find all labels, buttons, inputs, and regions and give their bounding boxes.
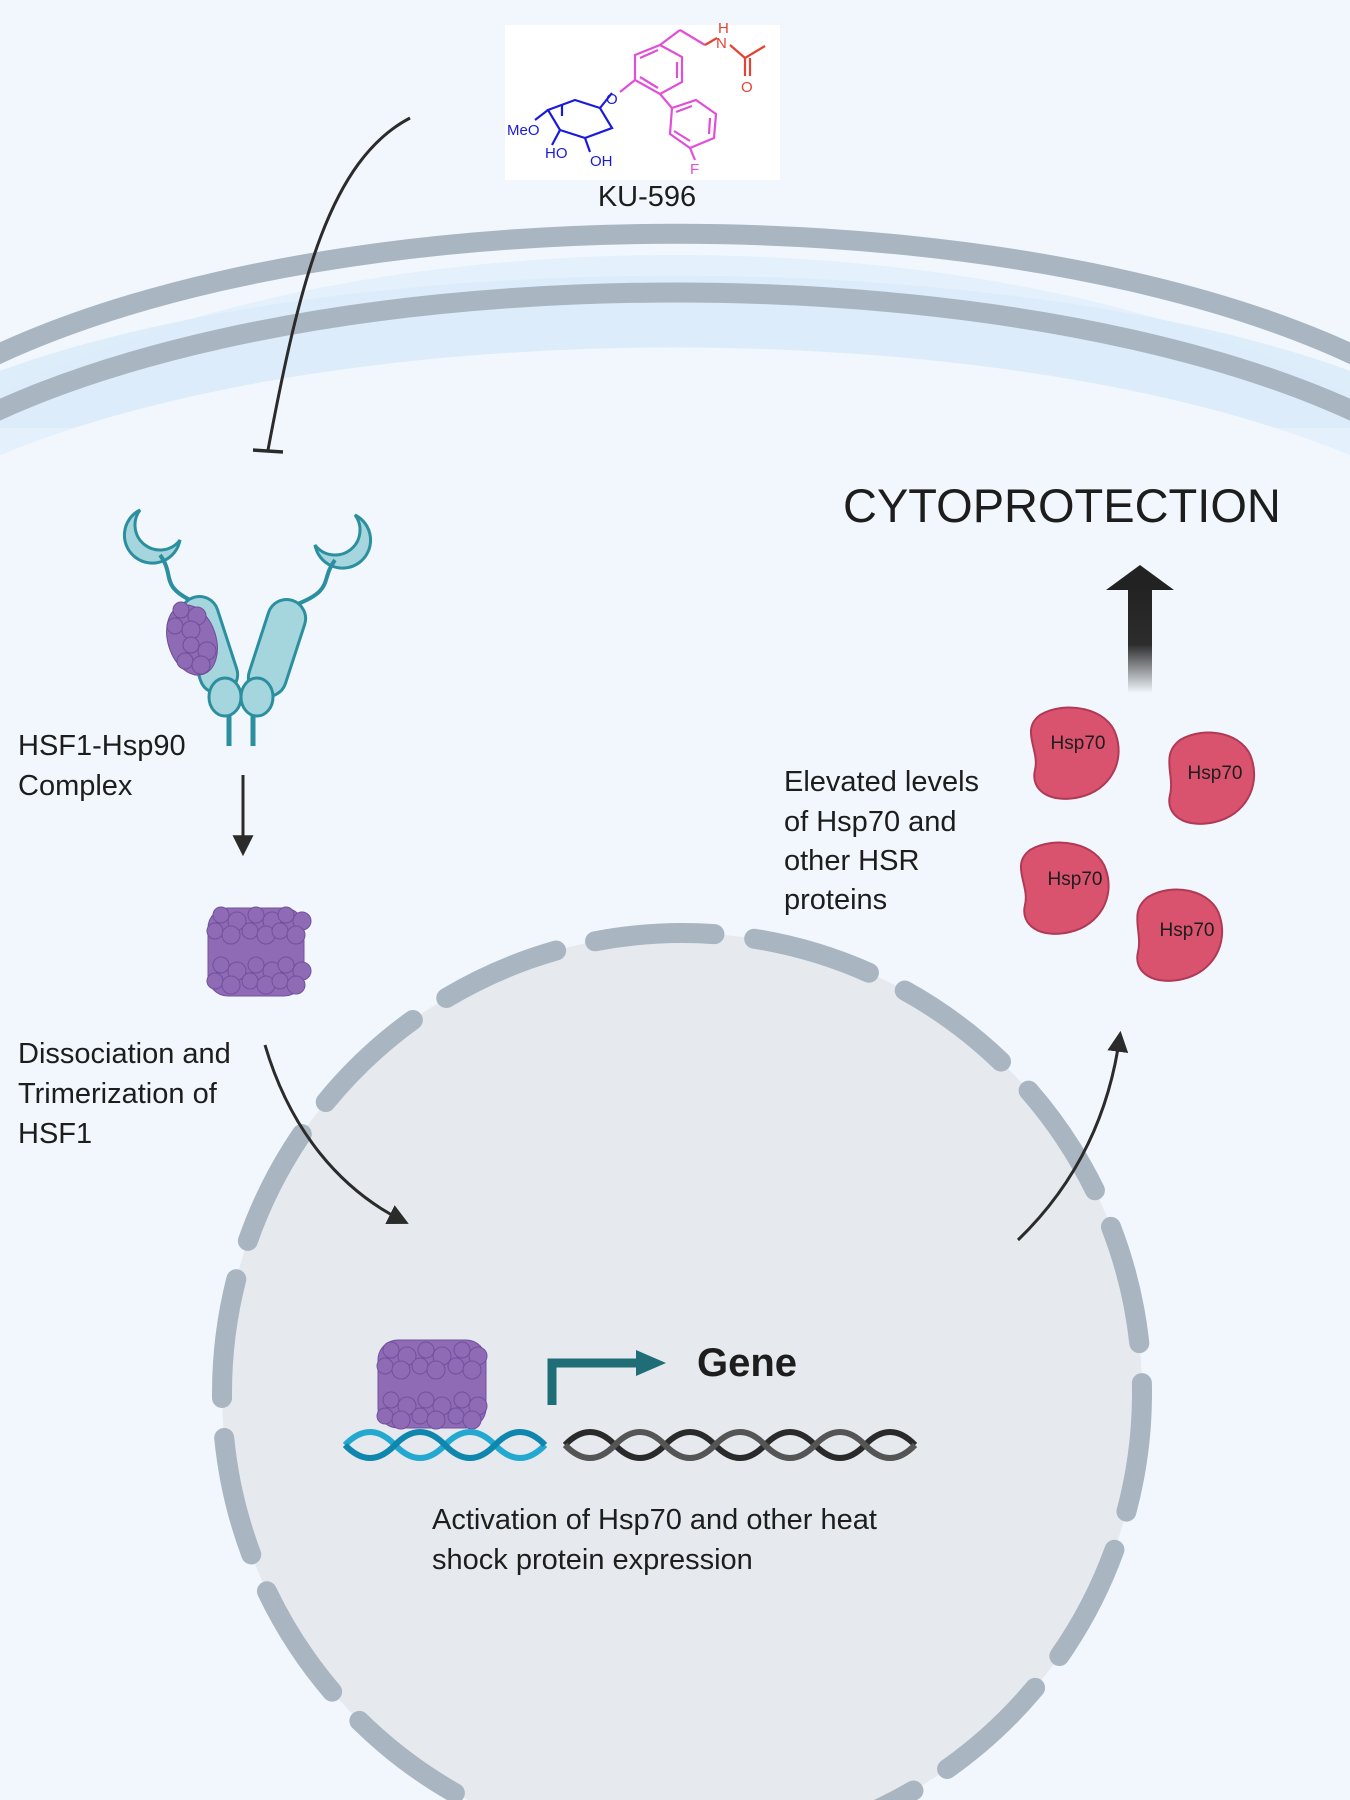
gene-label: Gene [697, 1341, 797, 1385]
n-label: N [716, 35, 727, 52]
f-label: F [690, 161, 699, 178]
hsf1-trimer-on-dna [376, 1339, 488, 1430]
oh-label: OH [590, 153, 613, 170]
nucleus [212, 923, 1152, 1800]
hsp70-label: Hsp70 [1188, 763, 1243, 784]
hsp70-label: Hsp70 [1160, 920, 1215, 941]
cytoprotection-label: CYTOPROTECTION [843, 479, 1281, 532]
hsp70-label: Hsp70 [1048, 869, 1103, 890]
hsp70-protein: Hsp70 [1168, 731, 1256, 825]
hsf1-trimer [206, 906, 312, 997]
carbonyl-o-label: O [741, 79, 753, 96]
elevated-levels-label: Elevated levels of Hsp70 and other HSR p… [784, 766, 987, 916]
to-cytoplasm-arrow [1016, 1030, 1129, 1242]
compound-name: KU-596 [598, 181, 696, 213]
inhibition-arrow [252, 116, 411, 454]
hsf1-hsp90-complex [122, 508, 373, 746]
h-label: H [718, 20, 729, 37]
trimerization-label: Dissociation and Trimerization of HSF1 [18, 1038, 239, 1150]
transcription-arrow [547, 1350, 666, 1405]
hsp70-protein: Hsp70 [1029, 706, 1120, 800]
hsp70-protein: Hsp70 [1019, 841, 1110, 935]
complex-label: HSF1-Hsp90 Complex [18, 730, 194, 802]
cytoprotection-arrow [1106, 565, 1174, 693]
dna-strand [342, 1429, 918, 1461]
hsp70-cluster: Hsp70 Hsp70 Hsp70 Hsp70 [1019, 706, 1256, 982]
hsp70-protein: Hsp70 [1136, 888, 1224, 982]
ether-o-label: O [606, 91, 618, 108]
hsp70-label: Hsp70 [1051, 733, 1106, 754]
ho-label: HO [545, 145, 568, 162]
ku-596-structure: MeO HO OH O F N H O [505, 20, 780, 180]
meo-label: MeO [507, 122, 540, 139]
activation-label: Activation of Hsp70 and other heat shock… [432, 1504, 885, 1576]
to-nucleus-arrow [263, 1044, 409, 1224]
